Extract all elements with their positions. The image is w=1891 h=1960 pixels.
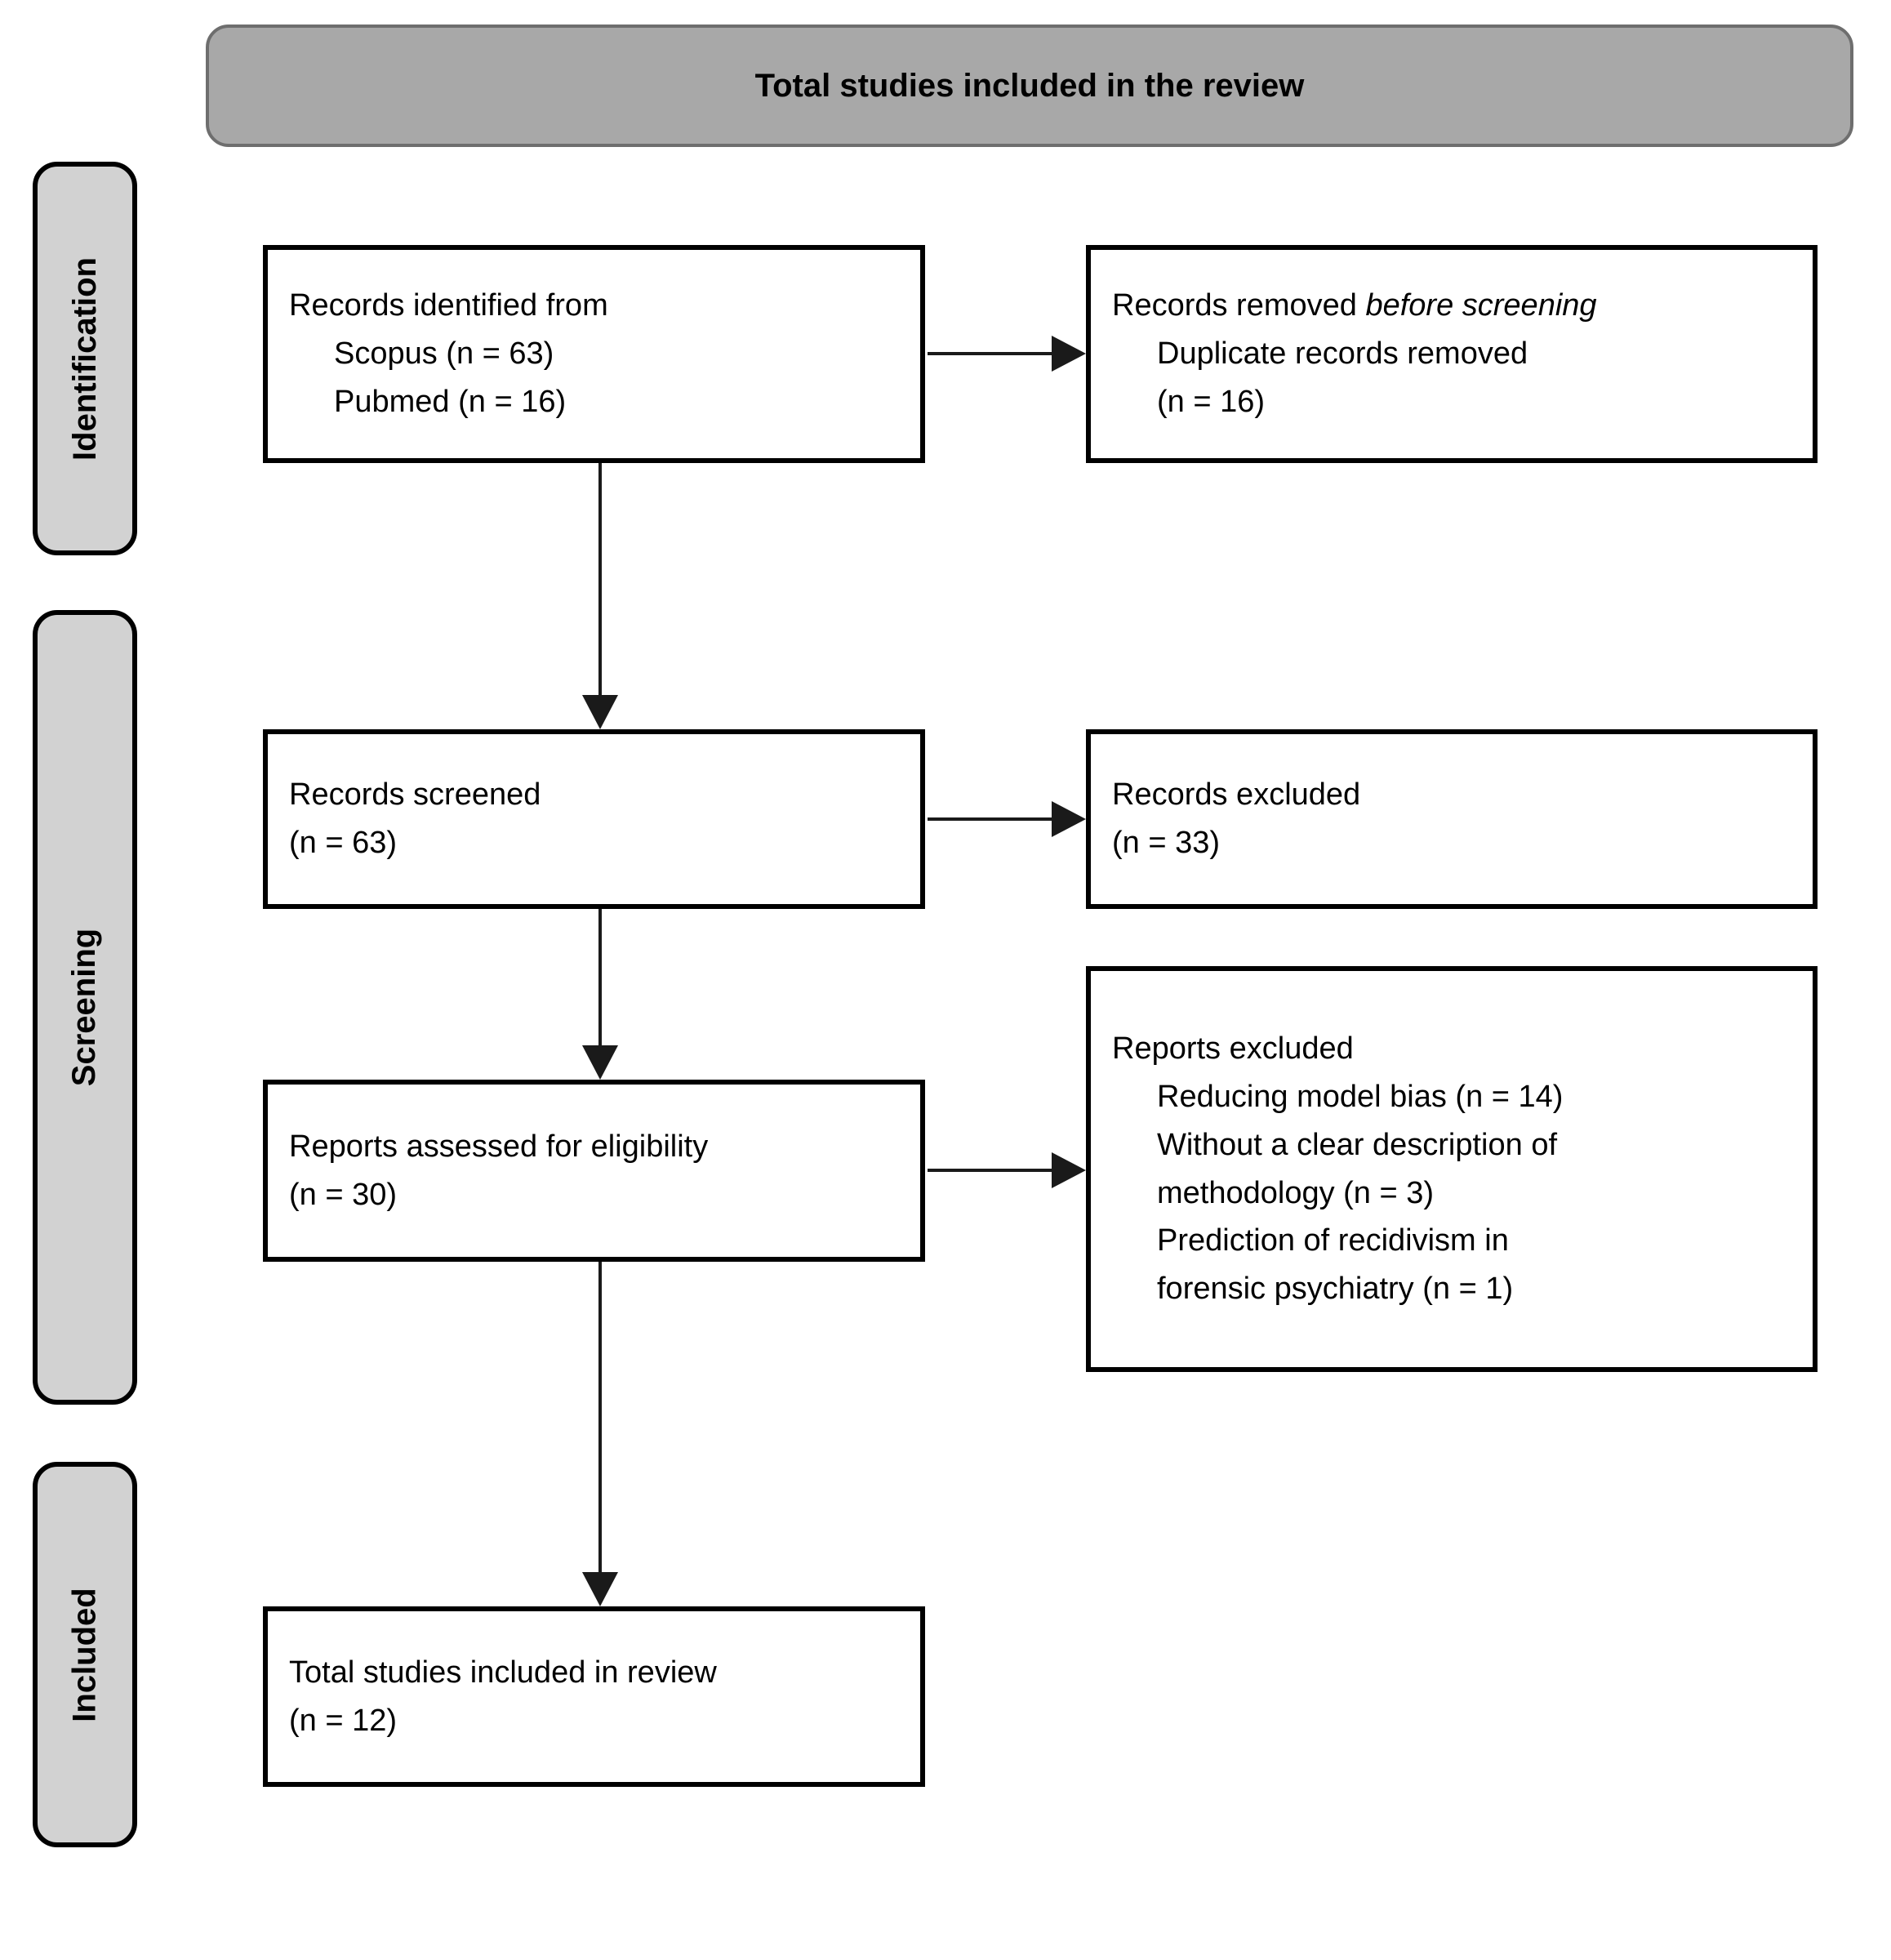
arrow-line	[598, 463, 602, 698]
arrow-line	[928, 817, 1055, 821]
arrow-head-icon	[1052, 1152, 1086, 1188]
records-removed-line-1-italic: before screening	[1365, 288, 1597, 323]
arrow-line	[598, 1262, 602, 1574]
records-screened-line-1: Records screened	[289, 777, 541, 813]
records-excluded-line-1: Records excluded	[1112, 777, 1361, 813]
arrow-head-icon	[582, 695, 618, 729]
records-identified-line-3: Pubmed (n = 16)	[334, 384, 567, 419]
reports-excluded-line-1: Reports excluded	[1112, 1031, 1354, 1066]
total-included-line-2: (n = 12)	[289, 1703, 398, 1738]
arrow-head-icon	[1052, 801, 1086, 837]
records-screened-line-2: (n = 63)	[289, 826, 398, 860]
reports-assessed-line-1: Reports assessed for eligibility	[289, 1129, 709, 1164]
box-records-excluded: Records excluded (n = 33)	[1086, 729, 1818, 909]
box-reports-assessed: Reports assessed for eligibility (n = 30…	[263, 1080, 925, 1262]
reports-excluded-line-4: methodology (n = 3)	[1157, 1175, 1435, 1210]
records-removed-line-3: (n = 16)	[1157, 384, 1266, 419]
box-records-screened: Records screened (n = 63)	[263, 729, 925, 909]
arrow-head-icon	[1052, 336, 1086, 372]
records-removed-line-2: Duplicate records removed	[1157, 336, 1528, 372]
arrow-line	[598, 909, 602, 1048]
records-removed-line-1: Records removed before screening	[1112, 282, 1800, 330]
box-reports-excluded: Reports excluded Reducing model bias (n …	[1086, 966, 1818, 1372]
diagram-title-banner: Total studies included in the review	[206, 24, 1853, 147]
reports-excluded-line-2: Reducing model bias (n = 14)	[1157, 1079, 1564, 1114]
diagram-title: Total studies included in the review	[754, 67, 1305, 104]
reports-assessed-line-2: (n = 30)	[289, 1177, 398, 1212]
stage-label-included: Included	[33, 1462, 137, 1847]
reports-excluded-line-3: Without a clear description of	[1157, 1127, 1558, 1162]
reports-excluded-line-5: Prediction of recidivism in	[1157, 1223, 1509, 1258]
arrow-head-icon	[582, 1045, 618, 1080]
box-records-removed: Records removed before screening Duplica…	[1086, 245, 1818, 463]
stage-label-identification: Identification	[33, 162, 137, 555]
records-removed-line-1-prefix: Records removed	[1112, 288, 1366, 323]
records-identified-line-2: Scopus (n = 63)	[334, 336, 554, 372]
stage-label-identification-text: Identification	[66, 256, 103, 461]
arrow-head-icon	[582, 1572, 618, 1606]
box-records-identified: Records identified from Scopus (n = 63) …	[263, 245, 925, 463]
arrow-line	[928, 1169, 1055, 1172]
stage-label-screening: Screening	[33, 610, 137, 1405]
box-total-included: Total studies included in review (n = 12…	[263, 1606, 925, 1787]
stage-label-included-text: Included	[66, 1587, 103, 1722]
records-excluded-line-2: (n = 33)	[1112, 826, 1221, 860]
total-included-line-1: Total studies included in review	[289, 1655, 717, 1690]
records-identified-line-1: Records identified from	[289, 288, 608, 323]
stage-label-screening-text: Screening	[66, 928, 103, 1087]
reports-excluded-line-6: forensic psychiatry (n = 1)	[1157, 1272, 1514, 1307]
arrow-line	[928, 352, 1055, 355]
